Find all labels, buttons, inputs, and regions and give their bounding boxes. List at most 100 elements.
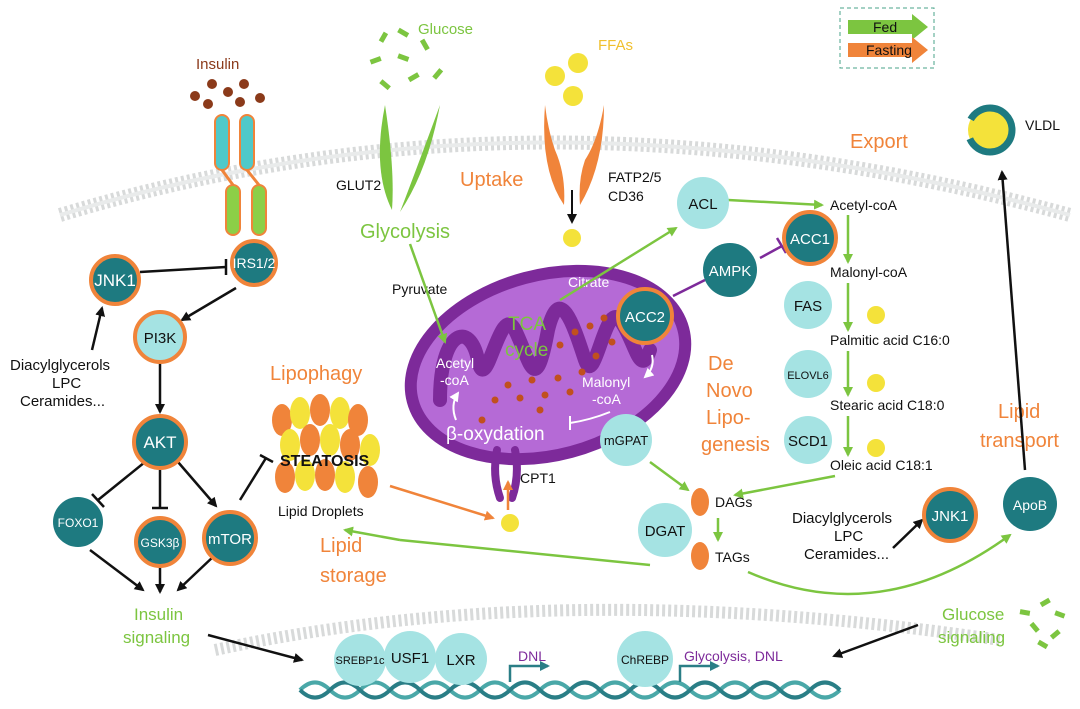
lipid-transport-title-1: Lipid: [998, 401, 1040, 423]
malonyl-coa-label: Malonyl-coA: [830, 264, 908, 280]
svg-text:IRS1/2: IRS1/2: [233, 255, 276, 271]
node-mgpat[interactable]: mGPAT: [600, 414, 652, 466]
tags-label: TAGs: [715, 549, 750, 565]
tf-srebp1c[interactable]: SREBP1c: [334, 634, 386, 686]
svg-text:JNK1: JNK1: [932, 508, 969, 525]
palmitic-label: Palmitic acid C16:0: [830, 332, 950, 348]
node-fas[interactable]: FAS: [784, 281, 832, 329]
legend: Fed Fasting: [839, 7, 935, 69]
node-apob[interactable]: ApoB: [1003, 477, 1057, 531]
node-akt[interactable]: AKT: [132, 414, 188, 470]
tf-usf1[interactable]: USF1: [384, 631, 436, 683]
glucose-signaling-title-1: Glucose: [942, 605, 1004, 624]
insulin-signaling-title-2: signaling: [123, 628, 190, 647]
malonyl-coa-mito-label-2: -coA: [592, 391, 621, 407]
nuclear-membrane: [213, 603, 1001, 656]
svg-text:DGAT: DGAT: [645, 523, 686, 540]
vldl-label: VLDL: [1025, 117, 1060, 133]
acetyl-coa-mito-label-1: Acetyl: [436, 355, 474, 371]
pathway-edges: [89, 170, 1027, 663]
node-gsk3b[interactable]: GSK3β: [134, 516, 186, 568]
cpt1-channel: [491, 446, 521, 502]
dna-helix: [298, 680, 842, 700]
glut2-label: GLUT2: [336, 177, 381, 193]
node-elovl6[interactable]: ELOVL6: [784, 350, 832, 398]
malonyl-inhibits-beta-ox: [569, 411, 611, 424]
lipophagy-title: Lipophagy: [270, 363, 362, 385]
legend-fed-arrow: [848, 14, 928, 40]
tca-label-1: TCA: [508, 314, 546, 335]
svg-text:PI3K: PI3K: [144, 330, 177, 347]
lipotoxic-right-1: Diacylglycerols: [792, 510, 892, 527]
insulin-label: Insulin: [196, 56, 239, 73]
tf-lxr[interactable]: LXR: [435, 633, 487, 685]
svg-text:USF1: USF1: [391, 650, 429, 667]
svg-text:GSK3β: GSK3β: [141, 536, 180, 550]
lipotoxic-right-2: LPC: [834, 528, 863, 545]
insulin-receptor: [190, 79, 267, 236]
svg-text:ACC1: ACC1: [790, 231, 830, 248]
node-foxo1[interactable]: FOXO1: [53, 497, 103, 547]
glucose-label: Glucose: [418, 21, 473, 38]
tags-droplet: [691, 542, 709, 570]
dnl-title-1: De: [708, 353, 734, 375]
node-acc2[interactable]: ACC2: [616, 287, 674, 345]
uptake-title: Uptake: [460, 169, 523, 191]
vldl-particle: [964, 104, 1016, 156]
svg-text:FOXO1: FOXO1: [58, 516, 99, 530]
node-jnk1-left[interactable]: JNK1: [89, 254, 141, 306]
cd36-label: CD36: [608, 188, 644, 204]
palmitic-dot: [867, 306, 885, 324]
glyco-dnl-gene-label: Glycolysis, DNL: [684, 648, 783, 664]
glycolysis-title: Glycolysis: [360, 221, 450, 243]
svg-text:AKT: AKT: [143, 433, 176, 452]
dnl-title-2: Novo: [706, 380, 753, 402]
svg-text:ChREBP: ChREBP: [621, 653, 669, 667]
svg-text:ELOVL6: ELOVL6: [787, 370, 829, 382]
oleic-dot: [867, 439, 885, 457]
node-acc1[interactable]: ACC1: [782, 210, 838, 266]
lipid-droplets-label: Lipid Droplets: [278, 503, 364, 519]
node-mtor[interactable]: mTOR: [202, 510, 258, 566]
glucose-signaling-glucose: [1019, 597, 1066, 650]
fa-entering-dot: [501, 514, 519, 532]
legend-fed-label: Fed: [873, 19, 897, 35]
oleic-label: Oleic acid C18:1: [830, 457, 933, 473]
stearic-dot: [867, 374, 885, 392]
node-jnk1-right[interactable]: JNK1: [922, 487, 978, 543]
glucose-signaling-title-2: signaling: [938, 628, 1005, 647]
svg-text:ACL: ACL: [688, 196, 717, 213]
svg-text:JNK1: JNK1: [94, 271, 136, 290]
insulin-signaling-title-1: Insulin: [134, 605, 183, 624]
dags-droplet: [691, 488, 709, 516]
node-irs[interactable]: IRS1/2: [230, 239, 278, 287]
lipotoxic-left-3: Ceramides...: [20, 393, 105, 410]
svg-text:SCD1: SCD1: [788, 433, 828, 450]
pyruvate-label: Pyruvate: [392, 281, 447, 297]
svg-text:AMPK: AMPK: [709, 263, 752, 280]
svg-text:ApoB: ApoB: [1013, 497, 1047, 513]
node-acl[interactable]: ACL: [677, 177, 729, 229]
node-pi3k[interactable]: PI3K: [133, 310, 187, 364]
mito-dots: [478, 314, 616, 424]
svg-text:ACC2: ACC2: [625, 309, 665, 326]
node-scd1[interactable]: SCD1: [784, 416, 832, 464]
glut2-transporter: [369, 27, 444, 212]
svg-text:LXR: LXR: [446, 652, 475, 669]
dags-label: DAGs: [715, 494, 752, 510]
acetyl-coa-mito-label-2: -coA: [440, 372, 469, 388]
export-title: Export: [850, 131, 908, 153]
beta-ox-arrow: [449, 391, 460, 421]
tf-chrebp[interactable]: ChREBP: [617, 631, 673, 687]
legend-fasting-arrow: [848, 37, 928, 63]
cpt1-label: CPT1: [520, 470, 556, 486]
lipid-transport-title-2: transport: [980, 430, 1059, 452]
node-dgat[interactable]: DGAT: [638, 503, 692, 557]
cell-membrane: [57, 135, 1072, 222]
lipid-storage-title-1: Lipid: [320, 535, 362, 557]
node-ampk[interactable]: AMPK: [703, 243, 757, 297]
lipotoxic-left-1: Diacylglycerols: [10, 357, 110, 374]
acetyl-coa-label: Acetyl-coA: [830, 197, 898, 213]
dnl-title-3: Lipo-: [706, 407, 750, 429]
